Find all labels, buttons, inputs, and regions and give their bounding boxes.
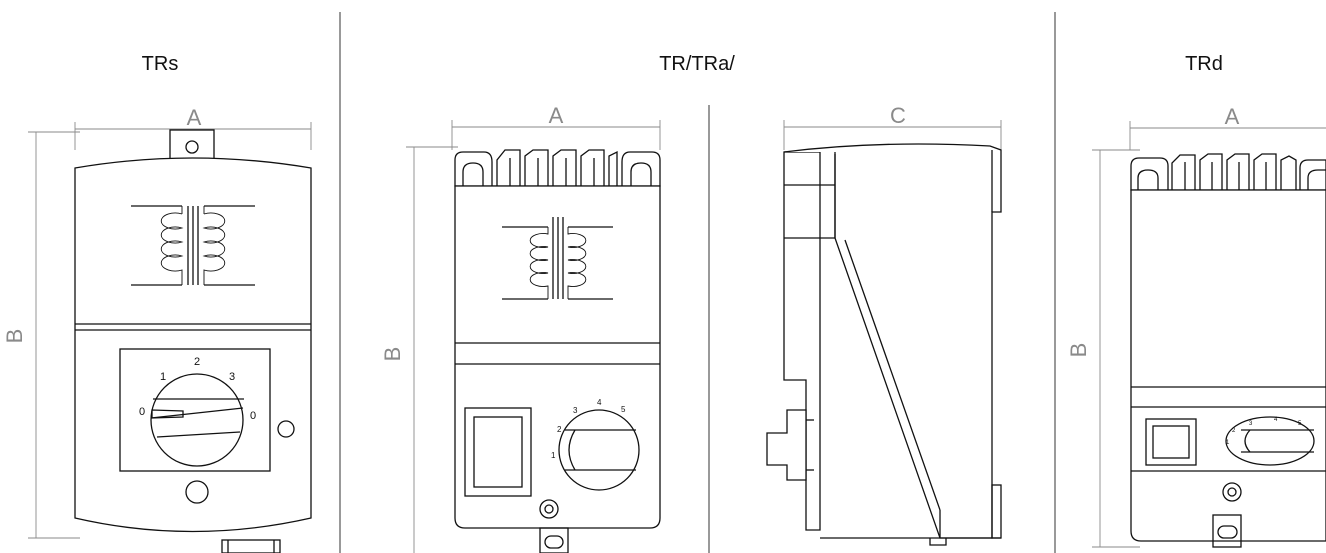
trs-dim-b: B [2, 329, 27, 344]
tr-dim-a: A [549, 103, 564, 128]
trs-dial-label-1: 1 [160, 371, 166, 383]
tr-front-unit: A B 1 2 3 4 [380, 103, 661, 553]
title-trd: TRd [1185, 53, 1223, 75]
trd-dim-a: A [1225, 104, 1240, 129]
tr-side-unit: C [766, 103, 1002, 546]
title-trs: TRs [142, 53, 179, 75]
tr-dial-label-1: 1 [551, 451, 556, 460]
trd-dial-label-3: 3 [1249, 421, 1253, 427]
title-tr: TR/TRa/ [659, 53, 735, 75]
trd-dial-label-2: 2 [1232, 428, 1236, 434]
trs-dim-a: A [187, 105, 202, 130]
tr-dial-label-5: 5 [621, 405, 626, 414]
trd-dim-b: B [1066, 343, 1091, 358]
tr-dim-c: C [890, 103, 906, 128]
trd-unit: A B 1 2 3 4 5 [1066, 104, 1326, 548]
trs-dial-label-0-right: 0 [250, 410, 256, 422]
trs-dial-label-2: 2 [194, 356, 200, 368]
trs-unit: A B 1 2 3 0 0 [2, 105, 312, 553]
tr-dim-b: B [380, 347, 405, 362]
trd-dial-label-4: 4 [1274, 417, 1278, 423]
tr-dial-label-4: 4 [597, 398, 602, 407]
trd-dial-label-1: 1 [1226, 440, 1230, 446]
tr-dial-label-2: 2 [557, 425, 562, 434]
tr-dial-label-3: 3 [573, 406, 578, 415]
trd-dial-label-5: 5 [1298, 421, 1302, 427]
trs-dial-label-0-left: 0 [139, 406, 145, 418]
trs-dial-label-3: 3 [229, 371, 235, 383]
